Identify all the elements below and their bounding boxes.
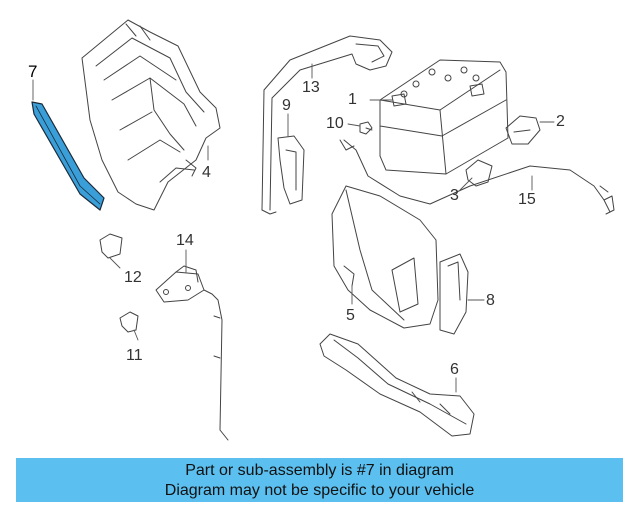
part-1-battery	[379, 59, 509, 175]
part-3-clamp	[465, 159, 493, 187]
callout-2: 2	[556, 113, 565, 130]
callout-7: 7	[28, 62, 38, 81]
parts-diagram	[31, 19, 615, 441]
callout-3: 3	[450, 187, 459, 204]
banner-line-part: Part or sub-assembly is #7 in diagram	[185, 462, 454, 479]
info-banner: Part or sub-assembly is #7 in diagram Di…	[16, 458, 623, 502]
callout-1: 1	[348, 91, 357, 108]
part-2-clamp	[505, 115, 541, 145]
part-15-cable	[339, 139, 615, 215]
callout-5: 5	[346, 307, 355, 324]
part-6-lower-bracket	[319, 333, 475, 437]
leader-lines	[32, 63, 555, 393]
part-4-battery-housing	[81, 19, 221, 211]
callout-8: 8	[486, 292, 495, 309]
part-11-clip	[119, 311, 139, 333]
callout-6: 6	[450, 361, 459, 378]
callout-14: 14	[176, 232, 194, 249]
part-10-bolt	[359, 121, 373, 135]
part-9-bracket	[277, 135, 305, 205]
part-14-hinge	[155, 265, 229, 441]
callout-10: 10	[326, 115, 344, 132]
callout-4: 4	[202, 164, 211, 181]
callout-9: 9	[282, 97, 291, 114]
callout-12: 12	[124, 269, 142, 286]
part-13-cable	[261, 35, 393, 215]
callout-15: 15	[518, 191, 536, 208]
part-5-panel	[331, 185, 439, 329]
part-8-side-bracket	[439, 253, 469, 335]
part-12-clip	[99, 233, 123, 259]
callout-13: 13	[302, 79, 320, 96]
part-7-strip	[31, 101, 105, 211]
callout-11: 11	[126, 347, 143, 364]
banner-line-disclaimer: Diagram may not be specific to your vehi…	[164, 482, 475, 499]
